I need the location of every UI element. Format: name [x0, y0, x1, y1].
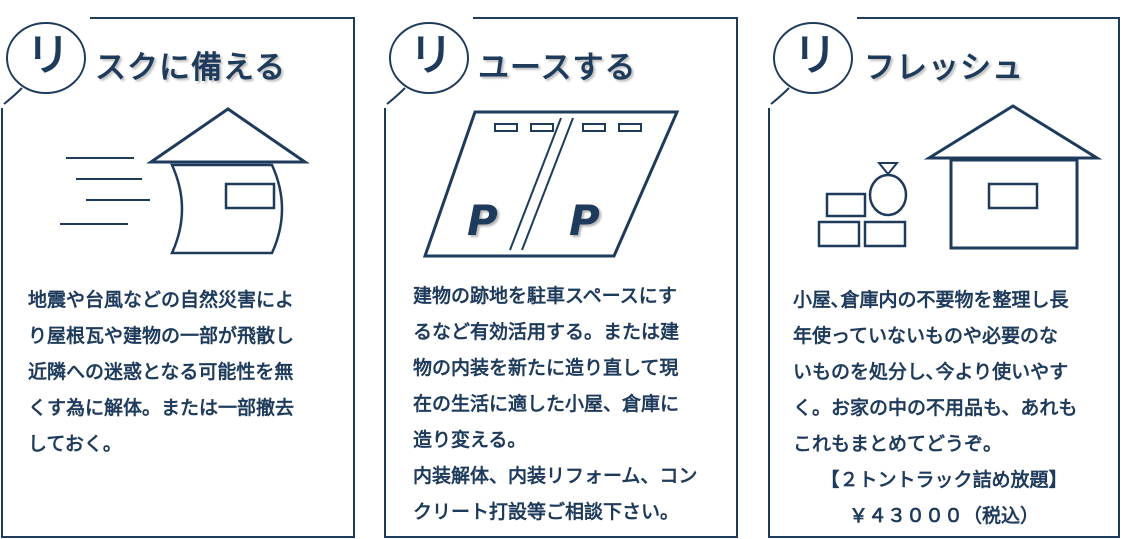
card-body: 小屋､倉庫内の不要物を整理し長 年使っていないものや必要のな いものを処分し､今… — [793, 289, 1078, 455]
card-risk: リ スクに備える 地震や台風などの自然災害によ り屋根瓦や建物の一部が飛散し 近… — [0, 0, 355, 539]
card-body: 地震や台風などの自然災害によ り屋根瓦や建物の一部が飛散し 近隣への迷惑となる可… — [28, 289, 295, 455]
card-title: フレッシュ — [864, 50, 1024, 86]
card-title: スクに備える — [95, 50, 287, 86]
card-body: 建物の跡地を駐車スペースにす るなど有効活用する。または建 物の内装を新たに造り… — [413, 285, 698, 523]
house-with-boxes-icon — [817, 104, 1103, 250]
house-with-wind-icon — [60, 107, 310, 255]
parking-lot-icon — [422, 110, 680, 258]
badge-letter: リ — [793, 30, 837, 81]
card-frame — [384, 17, 738, 538]
parking-mark: P — [569, 196, 600, 245]
parking-mark: P — [467, 196, 498, 245]
offer-price: ￥４３０００（税込） — [848, 505, 1039, 527]
card-frame — [768, 17, 1120, 538]
badge-letter: リ — [409, 30, 453, 81]
badge-letter: リ — [26, 30, 70, 81]
offer-title: 【２トントラック詰め放題】 — [820, 469, 1068, 491]
card-refresh: リ フレッシュ 小屋､倉庫内の不要物を整理し長 年使っていないものや必要のな い… — [767, 0, 1121, 539]
card-reuse: リ ユースする P P 建物の跡地を駐車スペースにす るなど有効活用する。または… — [383, 0, 738, 539]
card-frame — [1, 17, 355, 538]
card-title: ユースする — [478, 50, 637, 86]
